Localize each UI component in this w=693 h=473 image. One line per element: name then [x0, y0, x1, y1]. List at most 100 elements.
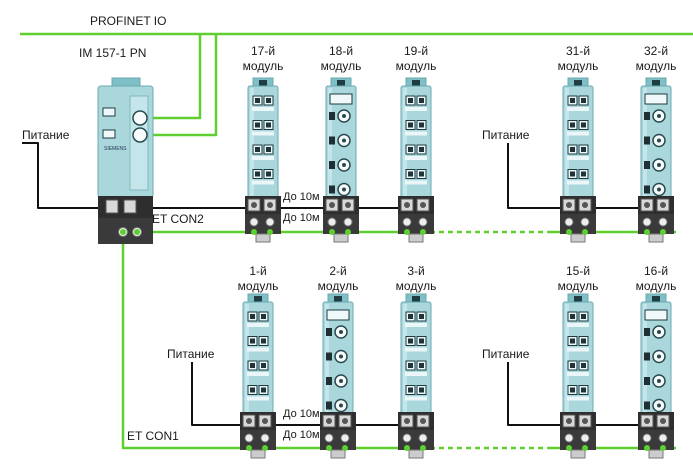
- io-port-pin-icon: [255, 98, 260, 103]
- bus-connection-dot: [644, 229, 650, 235]
- io-port-pin-icon: [266, 98, 271, 103]
- module-31-word: модуль: [557, 59, 599, 73]
- status-led-icon: [329, 136, 335, 145]
- module-31-number: 31-й: [565, 44, 591, 58]
- analog-connector-pin-icon: [657, 187, 661, 192]
- bus-connector-in-icon: [642, 433, 652, 443]
- status-led-icon: [644, 401, 650, 410]
- analog-connector-pin-icon: [339, 403, 343, 408]
- head-brand-text: SIEMENS: [104, 146, 127, 152]
- io-port-pin-icon: [261, 387, 266, 393]
- analog-connector-pin-icon: [342, 163, 346, 167]
- module-tab-hole: [412, 80, 420, 86]
- bus-connection-dot: [420, 445, 426, 451]
- module-tab-hole: [574, 80, 582, 86]
- power-label-bottom-left: Питание: [167, 347, 215, 361]
- screw-icon: [644, 418, 650, 424]
- module-highlight: [245, 304, 249, 428]
- analog-connector-pin-icon: [339, 330, 343, 334]
- bus-connection-dot: [134, 229, 140, 235]
- bus-connection-dot: [644, 445, 650, 451]
- analog-connector-pin-icon: [657, 330, 661, 334]
- io-module-bottom-2: [320, 293, 356, 459]
- io-port-pin-icon: [408, 338, 413, 344]
- screw-icon: [342, 418, 348, 424]
- bus-connector-in-icon: [564, 433, 574, 443]
- bus-connection-dot: [246, 445, 252, 451]
- module-2-word: модуль: [317, 279, 359, 293]
- bus-connector-out-icon: [580, 433, 590, 443]
- screw-icon: [420, 202, 426, 208]
- module-19-number: 19-й: [403, 44, 429, 58]
- module-3-number: 3-й: [407, 264, 425, 278]
- screw-icon: [267, 202, 273, 208]
- module-tab-hole: [259, 80, 267, 86]
- bus-connection-dot: [566, 229, 572, 235]
- bus-connector-out-icon: [343, 217, 353, 227]
- status-led-icon: [329, 112, 335, 120]
- module-16-number: 16-й: [643, 264, 669, 278]
- bus-connection-dot: [582, 229, 588, 235]
- status-led-icon: [644, 352, 650, 361]
- status-led-icon: [326, 401, 332, 410]
- bus-connection-dot: [120, 229, 126, 235]
- io-label-strip: [405, 107, 427, 111]
- connection-dots-layer: [120, 229, 666, 451]
- io-label-strip: [247, 396, 269, 401]
- status-led-icon: [644, 112, 650, 120]
- screw-icon: [582, 418, 588, 424]
- io-port-pin-icon: [419, 171, 424, 177]
- module-3-word: модуль: [395, 279, 437, 293]
- screw-icon: [329, 202, 335, 208]
- bus-connector-in-icon: [327, 217, 337, 227]
- status-led-icon: [644, 377, 650, 385]
- analog-connector-pin-icon: [342, 138, 346, 143]
- screw-icon: [345, 202, 351, 208]
- bus-connection-dot: [660, 229, 666, 235]
- bus-connector-out-icon: [658, 217, 668, 227]
- module-tab-hole: [652, 80, 660, 86]
- bus-connector-out-icon: [658, 433, 668, 443]
- screw-icon: [326, 418, 332, 424]
- io-port-pin-icon: [419, 363, 424, 368]
- analog-connector-pin-icon: [657, 379, 661, 383]
- module-foot: [330, 449, 346, 459]
- connector-et-con1: ET CON1: [127, 429, 179, 443]
- screw-icon: [660, 418, 666, 424]
- io-label-strip: [567, 323, 589, 327]
- analog-connector-pin-icon: [657, 163, 661, 167]
- power-wire-head: [22, 142, 417, 209]
- analog-connector-pin-icon: [339, 379, 343, 383]
- module-foot: [648, 449, 664, 459]
- module-tab-hole: [254, 296, 262, 302]
- module-18-word: модуль: [320, 59, 362, 73]
- module-foot: [408, 449, 424, 459]
- io-label-strip: [567, 372, 589, 376]
- io-port-pin-icon: [255, 147, 260, 152]
- io-port-pin-icon: [581, 387, 586, 393]
- io-port-pin-icon: [419, 314, 424, 319]
- status-led-icon: [329, 161, 335, 169]
- io-port-pin-icon: [266, 122, 271, 128]
- module-tab-hole: [412, 296, 420, 302]
- distance-label-top-bus: До 10м: [283, 212, 320, 224]
- module-header-plate: [644, 309, 668, 321]
- io-port-pin-icon: [419, 387, 424, 393]
- io-label-strip: [405, 180, 427, 185]
- module-17-word: модуль: [242, 59, 284, 73]
- screw-icon: [660, 202, 666, 208]
- module-15-number: 15-й: [565, 264, 591, 278]
- bus-connector-out-icon: [260, 433, 270, 443]
- screw-icon: [404, 202, 410, 208]
- module-tab-hole: [652, 296, 660, 302]
- io-port-pin-icon: [570, 98, 575, 103]
- bus-connector-in-icon: [564, 217, 574, 227]
- profinet-port2-icon: [132, 127, 148, 143]
- io-module-bottom-5: [638, 293, 674, 459]
- io-port-pin-icon: [419, 338, 424, 344]
- bus-connector-in-icon: [402, 433, 412, 443]
- module-tab-hole: [337, 80, 345, 86]
- bus-connector-in-icon: [244, 433, 254, 443]
- io-label-strip: [252, 131, 274, 136]
- bus-connection-dot: [345, 229, 351, 235]
